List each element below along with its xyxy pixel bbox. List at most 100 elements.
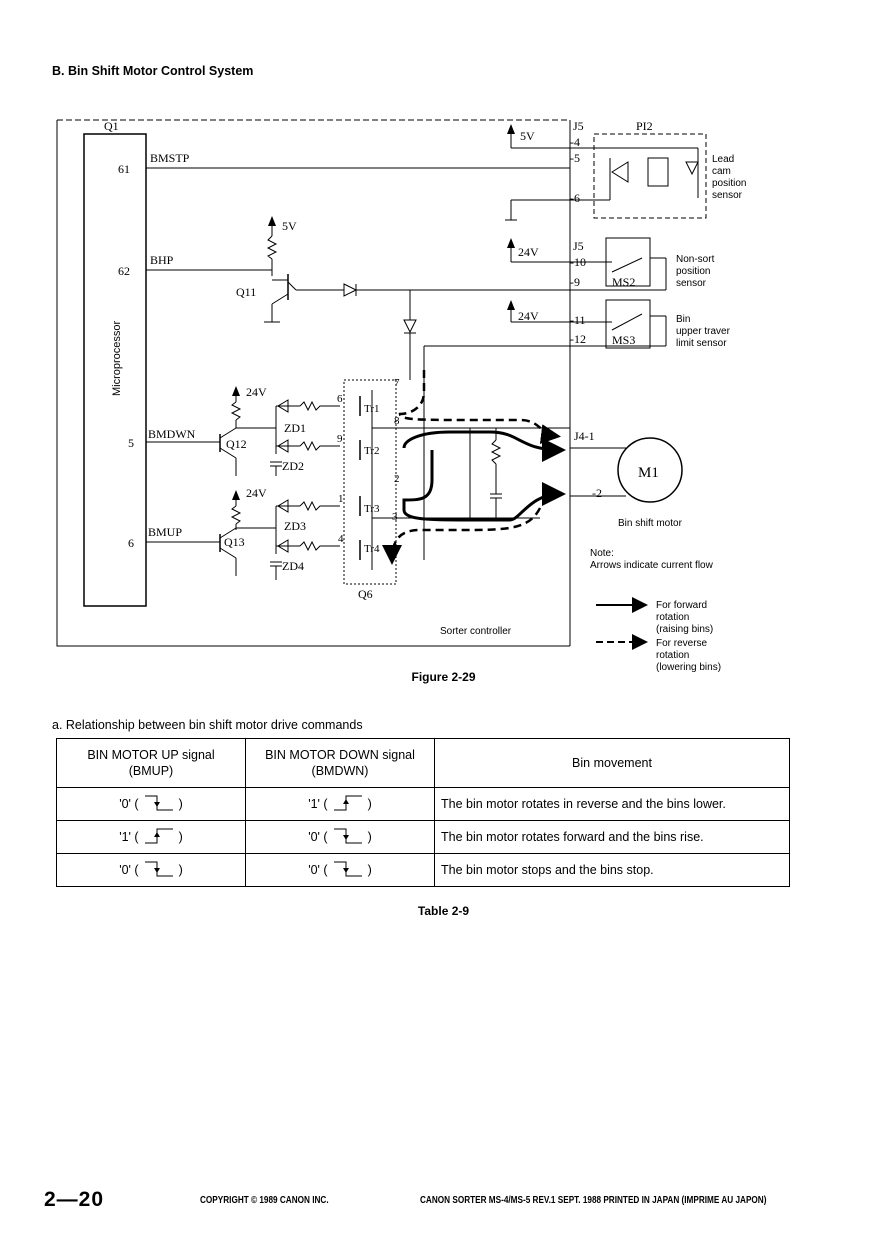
j5-label-b: J5 [573,239,584,253]
signal-close: ) [367,863,372,877]
ms3-label: MS3 [612,333,635,347]
cell-bmup: '1' () [56,820,246,854]
section-title: B. Bin Shift Motor Control System [52,64,254,78]
signal-close: ) [178,797,183,811]
q12-label: Q12 [226,437,247,451]
note-text: Arrows indicate current flow [590,560,714,571]
header-movement: Bin movement [434,738,790,788]
pi2-desc-3: position [712,178,746,189]
signal-bhp: BHP [150,253,174,267]
zd1-label: ZD1 [284,421,306,435]
header-bmup-line1: BIN MOTOR UP signal [87,748,215,762]
legend-reverse-3: (lowering bins) [656,662,721,673]
voltage-5v-q11: 5V [282,219,297,233]
signal-value: '1' ( [119,830,139,844]
note-title: Note: [590,548,614,559]
sorter-controller-label: Sorter controller [440,626,512,637]
voltage-5v-pi2: 5V [520,129,535,143]
signal-value: '0' ( [308,863,328,877]
cell-movement: The bin motor stops and the bins stop. [434,853,790,887]
footer-publication: CANON SORTER MS-4/MS-5 REV.1 SEPT. 1988 … [420,1195,767,1206]
copyright: COPYRIGHT © 1989 CANON INC. [200,1195,329,1206]
j5-pin-9: -9 [570,275,580,289]
circuit-diagram: Q1 61 62 5 6 BMSTP BHP BMDWN BMUP 5V 5V … [56,119,746,673]
figure-caption: Figure 2-29 [411,670,476,684]
q6-pin-4: 4 [338,533,344,545]
ms3-desc-1: Bin [676,314,690,325]
voltage-24v-ms2: 24V [518,245,539,259]
voltage-24v-q12: 24V [246,385,267,399]
legend-forward-3: (raising bins) [656,624,713,635]
pi2-desc-1: Lead [712,154,734,165]
ms3-desc-3: limit sensor [676,338,727,349]
table-heading: a. Relationship between bin shift motor … [52,718,363,732]
signal-value: '0' ( [119,863,139,877]
j5-pin-12: -12 [570,332,586,346]
voltage-24v-ms3: 24V [518,309,539,323]
header-bmup-line2: (BMUP) [128,764,174,778]
pi2-label: PI2 [636,119,653,133]
waveform-icon [332,859,364,882]
tr1-label: Tr1 [364,403,380,415]
table-row: '0' () '1' () The bin motor rotates in r… [56,787,790,821]
waveform-icon [143,793,175,816]
tr4-label: Tr4 [364,543,380,555]
q6-pin-2: 2 [394,473,400,485]
ms2-desc-3: sensor [676,278,707,289]
motor-label: Bin shift motor [618,518,683,529]
signal-value: '0' ( [308,830,328,844]
pi2-desc-2: cam [712,166,731,177]
ms2-label: MS2 [612,275,635,289]
pin-5: 5 [128,436,134,450]
q6-pin-1: 1 [338,493,344,505]
microprocessor-label: Microprocessor [111,320,123,396]
ms3-desc-2: upper traver [676,326,731,337]
waveform-icon [143,859,175,882]
cell-bmdwn: '1' () [245,787,435,821]
j5-pin-6: -6 [570,191,580,205]
j5-pin-4: -4 [570,135,580,149]
q6-pin-9: 9 [337,433,343,445]
m1-label: M1 [638,465,659,481]
ms2-desc-2: position [676,266,710,277]
signal-value: '1' ( [308,797,328,811]
waveform-icon [332,826,364,849]
cell-movement: The bin motor rotates in reverse and the… [434,787,790,821]
q6-label: Q6 [358,587,373,601]
zd3-label: ZD3 [284,519,306,533]
page-number: 2—20 [44,1188,105,1211]
q6-pin-3: 3 [392,511,398,523]
q11-label: Q11 [236,285,256,299]
signal-close: ) [367,830,372,844]
cell-bmdwn: '0' () [245,853,435,887]
pin-6: 6 [128,536,134,550]
signal-bmdwn: BMDWN [148,427,196,441]
waveform-icon [143,826,175,849]
signal-value: '0' ( [119,797,139,811]
cell-bmdwn: '0' () [245,820,435,854]
pin-62: 62 [118,264,130,278]
drive-command-table: BIN MOTOR UP signal (BMUP) BIN MOTOR DOWN… [56,738,790,887]
j5-pin-10: -10 [570,255,586,269]
zd4-label: ZD4 [282,559,304,573]
q6-pin-7: 7 [394,377,400,389]
legend-reverse-2: rotation [656,650,689,661]
j4-pin-1: J4-1 [574,429,595,443]
header-bmdwn-line1: BIN MOTOR DOWN signal [265,748,415,762]
table-row: '0' () '0' () The bin motor stops and th… [56,853,790,887]
j4-pin-2: -2 [592,486,602,500]
signal-close: ) [367,797,372,811]
j5-pin-5: -5 [570,151,580,165]
header-bmup: BIN MOTOR UP signal (BMUP) [56,738,246,788]
signal-bmup: BMUP [148,525,182,539]
q6-pin-6: 6 [337,393,343,405]
signal-close: ) [178,863,183,877]
j5-label-a: J5 [573,119,584,133]
table-caption: Table 2-9 [417,904,470,918]
cell-movement: The bin motor rotates forward and the bi… [434,820,790,854]
header-bmdwn-line2: (BMDWN) [311,764,369,778]
cell-bmup: '0' () [56,787,246,821]
cell-bmup: '0' () [56,853,246,887]
legend-forward-1: For forward [656,600,707,611]
header-bmdwn: BIN MOTOR DOWN signal (BMDWN) [245,738,435,788]
